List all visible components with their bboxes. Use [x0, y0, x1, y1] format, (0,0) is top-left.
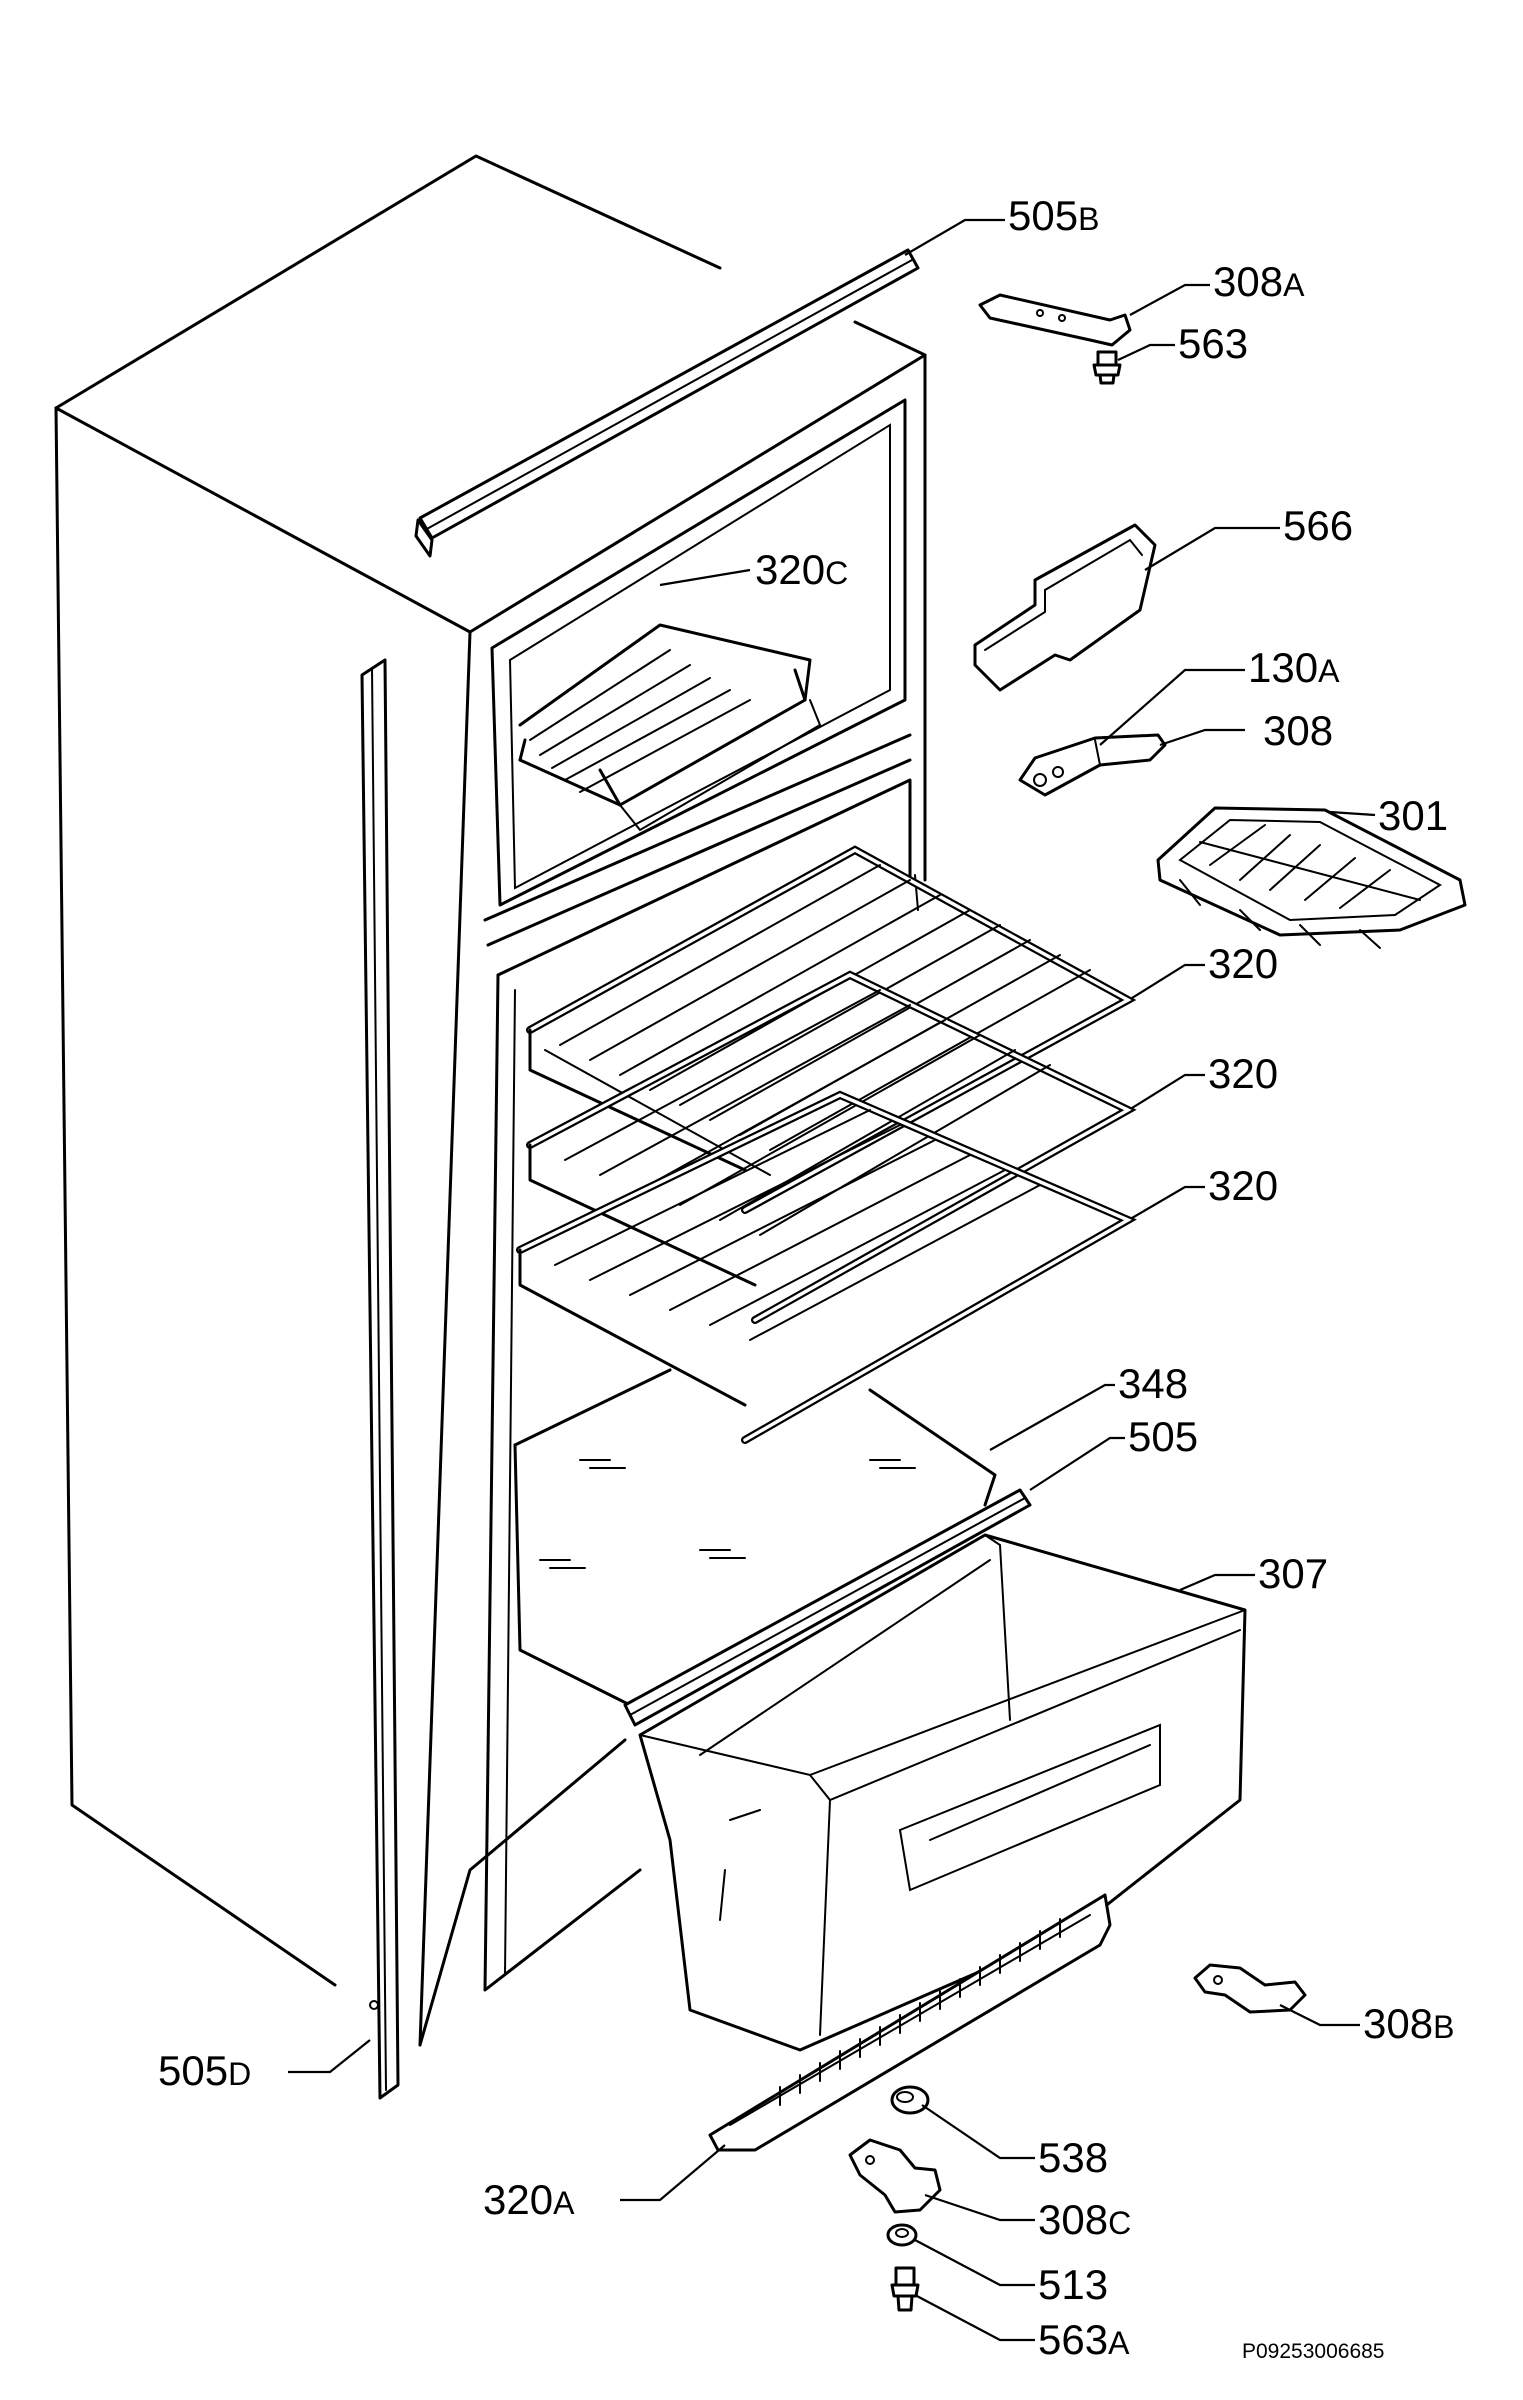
callout-301: 301 [1378, 792, 1448, 839]
leader-lines [288, 218, 1376, 2342]
callout-320-middle: 320 [1208, 1050, 1278, 1097]
callout-307: 307 [1258, 1550, 1328, 1597]
callout-labels: 505B 308A 563 566 320C 130A 308 301 320 … [158, 192, 1454, 2363]
top-seal-strip [414, 248, 920, 558]
wire-shelf-lower [516, 1090, 1137, 1444]
callout-513: 513 [1038, 2261, 1108, 2308]
cabinet [54, 154, 927, 2047]
lower-right-hinge [1193, 1963, 1307, 2014]
cover-cap [890, 2085, 930, 2115]
glass-shelf [513, 1368, 997, 1707]
ice-scraper [973, 523, 1157, 692]
callout-130a: 130A [1248, 644, 1340, 691]
callout-308b: 308B [1363, 2000, 1454, 2047]
callout-308: 308 [1263, 707, 1333, 754]
callout-320-upper: 320 [1208, 940, 1278, 987]
middle-hinge [1018, 733, 1167, 797]
callout-566: 566 [1283, 502, 1353, 549]
bottom-hinge [848, 2138, 942, 2214]
washer [886, 2223, 918, 2247]
wire-shelf-middle [526, 970, 1137, 1324]
top-hinge [978, 293, 1132, 347]
ice-cube-tray [1156, 806, 1467, 949]
callout-505: 505 [1128, 1413, 1198, 1460]
callout-538: 538 [1038, 2134, 1108, 2181]
shelf-trim-strip [623, 1488, 1032, 1727]
freezer-wire-shelf [518, 623, 822, 832]
hinge-pin [1092, 350, 1122, 385]
callout-320c: 320C [755, 546, 848, 593]
callout-563: 563 [1178, 320, 1248, 367]
callout-505b: 505B [1008, 192, 1099, 239]
callout-563a: 563A [1038, 2316, 1130, 2363]
drawing-code: P09253006685 [1242, 2340, 1384, 2363]
callout-308a: 308A [1213, 258, 1305, 305]
wire-shelf-upper [526, 845, 1137, 1214]
crisper-drawer [638, 1533, 1247, 2052]
door-seal-strip [360, 658, 400, 2100]
callout-505d: 505D [158, 2047, 251, 2094]
callout-320a: 320A [483, 2176, 575, 2223]
bottom-hinge-pin [890, 2266, 920, 2312]
callout-308c: 308C [1038, 2196, 1131, 2243]
callout-348: 348 [1118, 1360, 1188, 1407]
callout-320-lower: 320 [1208, 1162, 1278, 1209]
